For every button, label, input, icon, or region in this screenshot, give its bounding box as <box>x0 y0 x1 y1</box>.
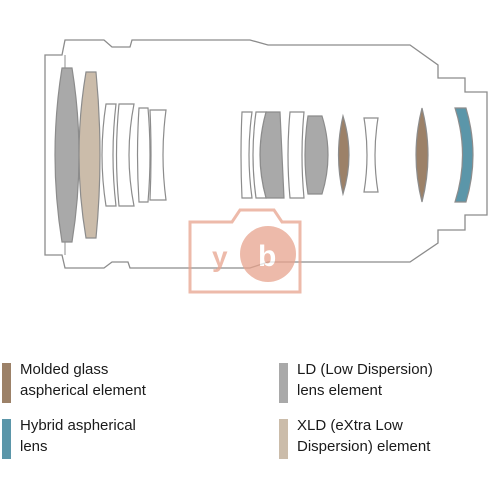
lens-element-legend: Molded glass aspherical element Hybrid a… <box>0 355 500 475</box>
lens-element-10 <box>287 111 305 199</box>
lens-element-7 <box>240 111 253 199</box>
legend-item-molded-glass: Molded glass aspherical element <box>2 359 146 403</box>
legend-swatch-ld <box>279 363 288 403</box>
watermark-logo: b y <box>188 208 302 294</box>
lens-element-14-molded <box>415 107 429 203</box>
lens-cross-section-diagram: b y <box>44 39 488 294</box>
legend-label: LD (Low Dispersion) lens element <box>297 359 433 401</box>
lens-element-11-ld <box>304 115 329 195</box>
lens-element-5 <box>136 107 151 203</box>
lens-element-9 <box>252 111 267 199</box>
lens-element-15-hybrid <box>454 107 474 203</box>
legend-label-line2: Dispersion) element <box>297 438 431 455</box>
lens-element-6 <box>149 109 167 201</box>
legend-label-line2: lens element <box>297 382 383 399</box>
legend-label-line1: Hybrid aspherical <box>20 417 136 434</box>
legend-label-line2: aspherical element <box>20 382 146 399</box>
legend-label: Molded glass aspherical element <box>20 359 146 401</box>
lens-element-12-molded <box>337 113 350 197</box>
legend-label-line1: LD (Low Dispersion) <box>297 361 433 378</box>
lens-element-8-ld <box>259 111 285 199</box>
legend-label-line1: XLD (eXtra Low <box>297 417 403 434</box>
legend-item-ld: LD (Low Dispersion) lens element <box>279 359 433 403</box>
legend-label-line1: Molded glass <box>20 361 109 378</box>
legend-swatch-molded-glass <box>2 363 11 403</box>
lens-element-13 <box>363 117 379 193</box>
svg-text:y: y <box>212 241 228 272</box>
legend-item-hybrid-aspherical: Hybrid aspherical lens <box>2 415 136 459</box>
legend-label-line2: lens <box>20 438 48 455</box>
legend-label: Hybrid aspherical lens <box>20 415 136 457</box>
legend-label: XLD (eXtra Low Dispersion) element <box>297 415 430 457</box>
legend-swatch-xld <box>279 419 288 459</box>
lens-element-3 <box>101 103 117 207</box>
lens-barrel-outline <box>44 39 488 269</box>
lens-element-1-ld <box>54 67 80 243</box>
legend-item-xld: XLD (eXtra Low Dispersion) element <box>279 415 430 459</box>
lens-element-4 <box>115 103 135 207</box>
legend-swatch-hybrid-aspherical <box>2 419 11 459</box>
svg-text:b: b <box>258 240 276 273</box>
lens-element-2-xld <box>78 71 101 239</box>
